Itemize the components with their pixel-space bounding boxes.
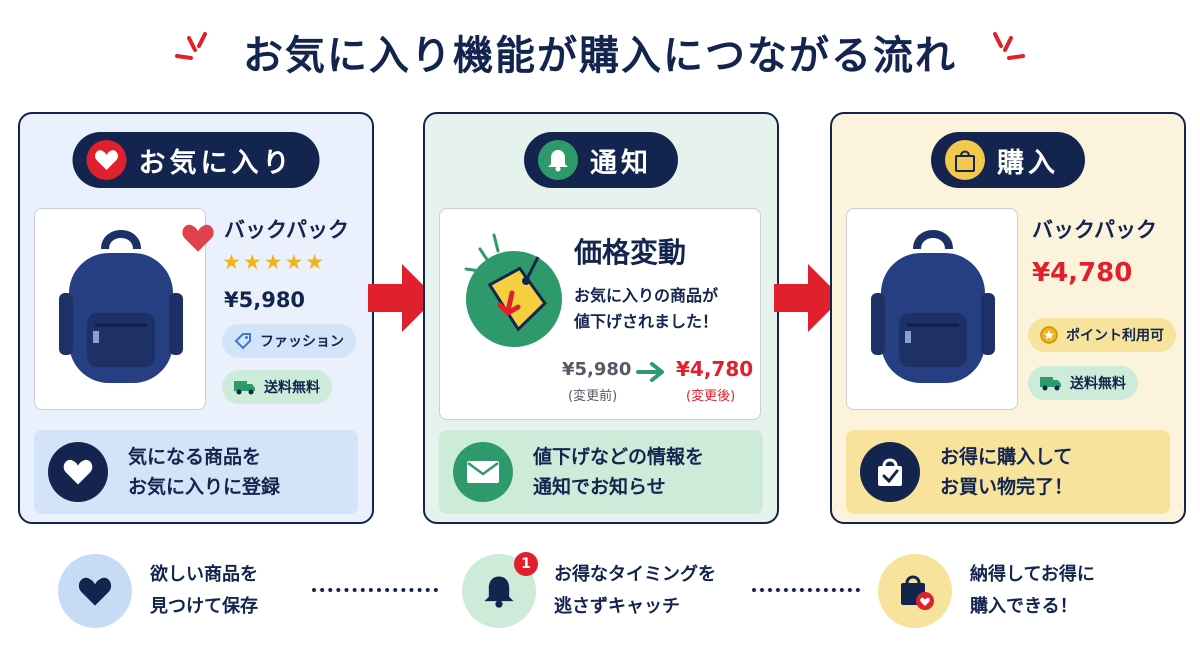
right-spark-icon [993, 32, 1025, 60]
purchase-message: お得に購入して お買い物完了！ [940, 446, 1074, 498]
rating-stars: ★★★★★ [222, 250, 327, 274]
product-price: ¥5,980 [224, 288, 306, 312]
new-price-caption: (変更後) [686, 389, 736, 404]
backpack-icon [871, 230, 995, 383]
purchase-label: 購入 [997, 147, 1059, 179]
price-tag-down-icon [464, 233, 562, 347]
notify-panel: 通知 価格変動 お気に入りの商品が 値下げされました！ ¥5,980 (変更前)… [423, 112, 779, 524]
shopping-bag-heart-icon [878, 554, 952, 628]
tag-fashion[interactable]: ファッション [222, 324, 356, 358]
product-name[interactable]: バックパック [1032, 218, 1157, 242]
arrow-right-icon [636, 362, 664, 382]
footer-catch-text: お得なタイミングを 逃さずキャッチ [554, 564, 716, 617]
purchase-pill: 購入 [931, 132, 1085, 188]
notification-badge: 1 [514, 552, 538, 576]
tag-free-shipping-label: 送料無料 [1070, 376, 1126, 392]
old-price-caption: (変更前) [568, 389, 618, 404]
tag-icon [234, 332, 252, 350]
tag-fashion-label: ファッション [260, 334, 344, 350]
favorite-label: お気に入り [138, 147, 294, 179]
title-row: お気に入り機能が購入につながる流れ [0, 22, 1200, 82]
notify-message: 値下げなどの情報を 通知でお知らせ [533, 446, 705, 498]
footer-save-text: 欲しい商品を 見つけて保存 [150, 564, 258, 617]
footer-dotted-connector [312, 588, 438, 592]
purchase-message-box: お得に購入して お買い物完了！ [846, 430, 1170, 514]
notify-message-box: 値下げなどの情報を 通知でお知らせ [439, 430, 763, 514]
arrow-right-icon [368, 264, 436, 332]
page-title: お気に入り機能が購入につながる流れ [243, 33, 957, 79]
price-change-card[interactable]: 価格変動 お気に入りの商品が 値下げされました！ ¥5,980 (変更前) ¥4… [439, 208, 761, 420]
notify-pill: 通知 [524, 132, 678, 188]
old-price: ¥5,980 [562, 359, 632, 380]
truck-icon [234, 379, 256, 395]
product-name[interactable]: バックパック [224, 218, 349, 242]
shopping-bag-check-icon [860, 442, 920, 502]
tag-free-shipping[interactable]: 送料無料 [222, 370, 332, 404]
mail-icon [453, 442, 513, 502]
left-spark-icon [175, 32, 207, 60]
footer-step-save: 欲しい商品を 見つけて保存 [58, 553, 258, 629]
heart-icon [58, 554, 132, 628]
footer-step-buy: 納得してお得に 購入できる！ [878, 553, 1095, 629]
bell-icon [538, 140, 578, 180]
notify-label: 通知 [590, 147, 652, 179]
shopping-bag-icon [945, 140, 985, 180]
tag-points[interactable]: ポイント利用可 [1028, 318, 1176, 352]
tag-points-label: ポイント利用可 [1066, 328, 1164, 344]
backpack-icon [59, 230, 183, 383]
coin-icon [1040, 326, 1058, 344]
footer-step-catch: 1 お得なタイミングを 逃さずキャッチ [462, 552, 716, 629]
truck-icon [1040, 375, 1062, 391]
favorite-heart-icon[interactable] [181, 223, 215, 253]
favorite-pill: お気に入り [72, 132, 320, 188]
footer-dotted-connector [752, 588, 860, 592]
heart-icon [48, 442, 108, 502]
favorite-panel: お気に入り バックパック ★★★★★ ¥5,980 ファッション 送料無料 [18, 112, 374, 524]
backpack-image-card[interactable] [34, 208, 214, 410]
purchase-panel: 購入 バックパック ¥4,780 ポイント利用可 送料無料 お得に購入して [830, 112, 1186, 524]
arrow-right-icon [774, 264, 842, 332]
favorite-message: 気になる商品を お気に入りに登録 [128, 446, 281, 498]
tag-free-shipping[interactable]: 送料無料 [1028, 366, 1138, 400]
price-change-text: お気に入りの商品が 値下げされました！ [574, 286, 719, 331]
tag-free-shipping-label: 送料無料 [264, 380, 320, 396]
favorite-message-box: 気になる商品を お気に入りに登録 [34, 430, 358, 514]
footer-buy-text: 納得してお得に 購入できる！ [970, 564, 1095, 617]
heart-icon [86, 140, 127, 180]
product-price: ¥4,780 [1032, 258, 1133, 288]
bell-icon: 1 [462, 552, 538, 628]
new-price: ¥4,780 [676, 357, 754, 381]
price-change-title: 価格変動 [574, 236, 687, 269]
backpack-image-card[interactable] [846, 208, 1018, 410]
